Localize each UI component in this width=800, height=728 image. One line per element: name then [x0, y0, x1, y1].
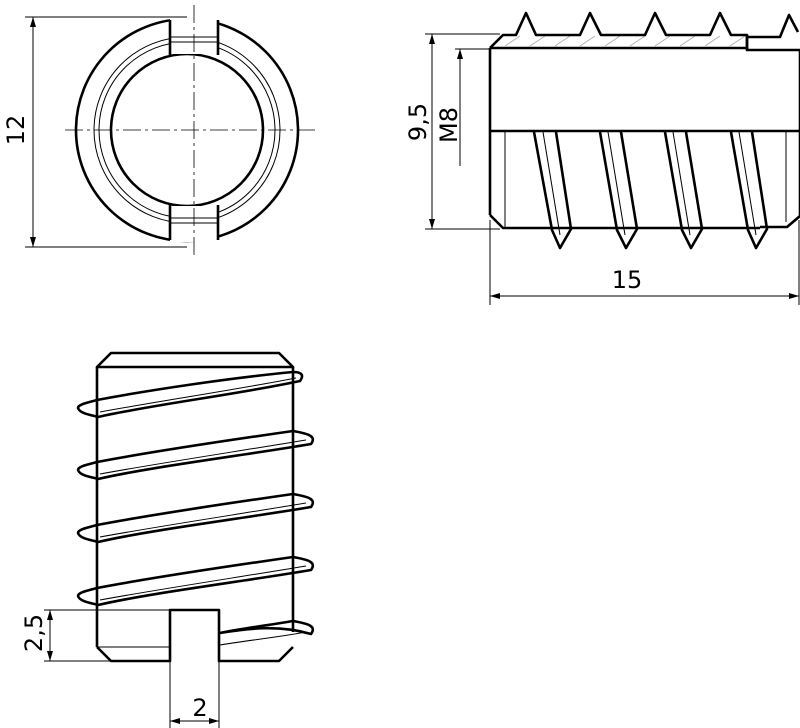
diameter-label: 12 [2, 115, 30, 146]
slot-depth-dimension: 2,5 [20, 609, 170, 662]
slot-width-label: 2 [192, 694, 207, 722]
thread-dimension: M8 [435, 48, 490, 166]
side-view: 9,5 M8 15 [404, 11, 800, 305]
diameter-dimension: 12 [2, 16, 187, 248]
length-dimension: 15 [489, 220, 800, 305]
length-label: 15 [612, 266, 643, 294]
iso-threads [76, 370, 315, 646]
iso-view: 2,5 2 [20, 351, 315, 728]
slot-depth-label: 2,5 [20, 614, 48, 652]
slot-width-dimension: 2 [169, 661, 220, 728]
side-threads [532, 131, 769, 250]
thread-label: M8 [435, 107, 463, 143]
front-view: 12 [2, 5, 318, 255]
outer-diameter-label: 9,5 [404, 103, 432, 141]
outer-diameter-dimension: 9,5 [404, 33, 500, 230]
